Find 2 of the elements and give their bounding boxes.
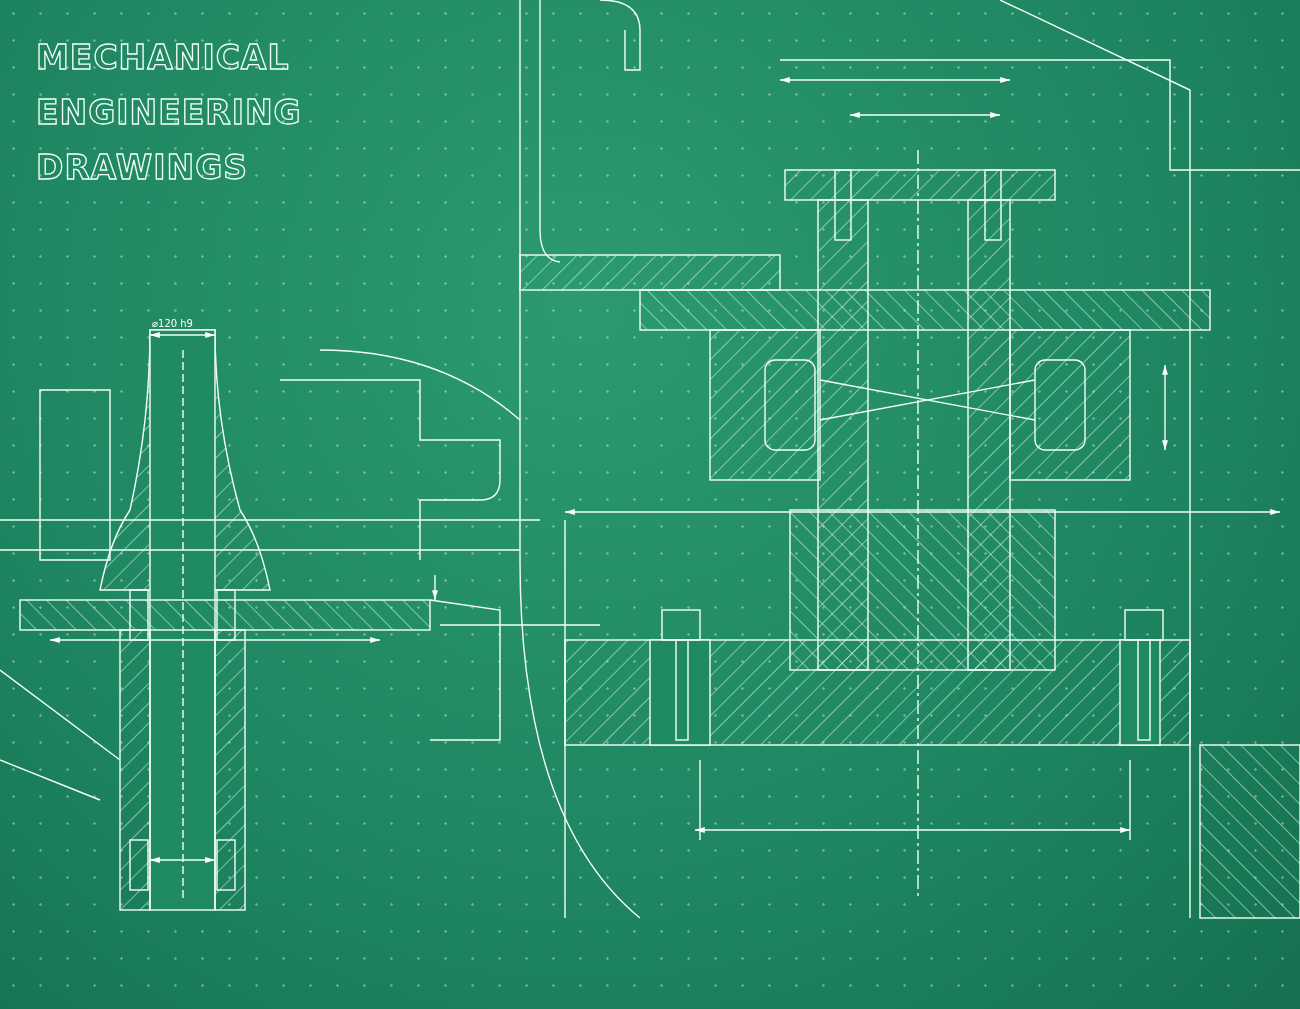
- dimension-label: ⌀120 h9: [152, 318, 193, 329]
- title: MECHANICAL ENGINEERING DRAWINGS: [36, 37, 303, 189]
